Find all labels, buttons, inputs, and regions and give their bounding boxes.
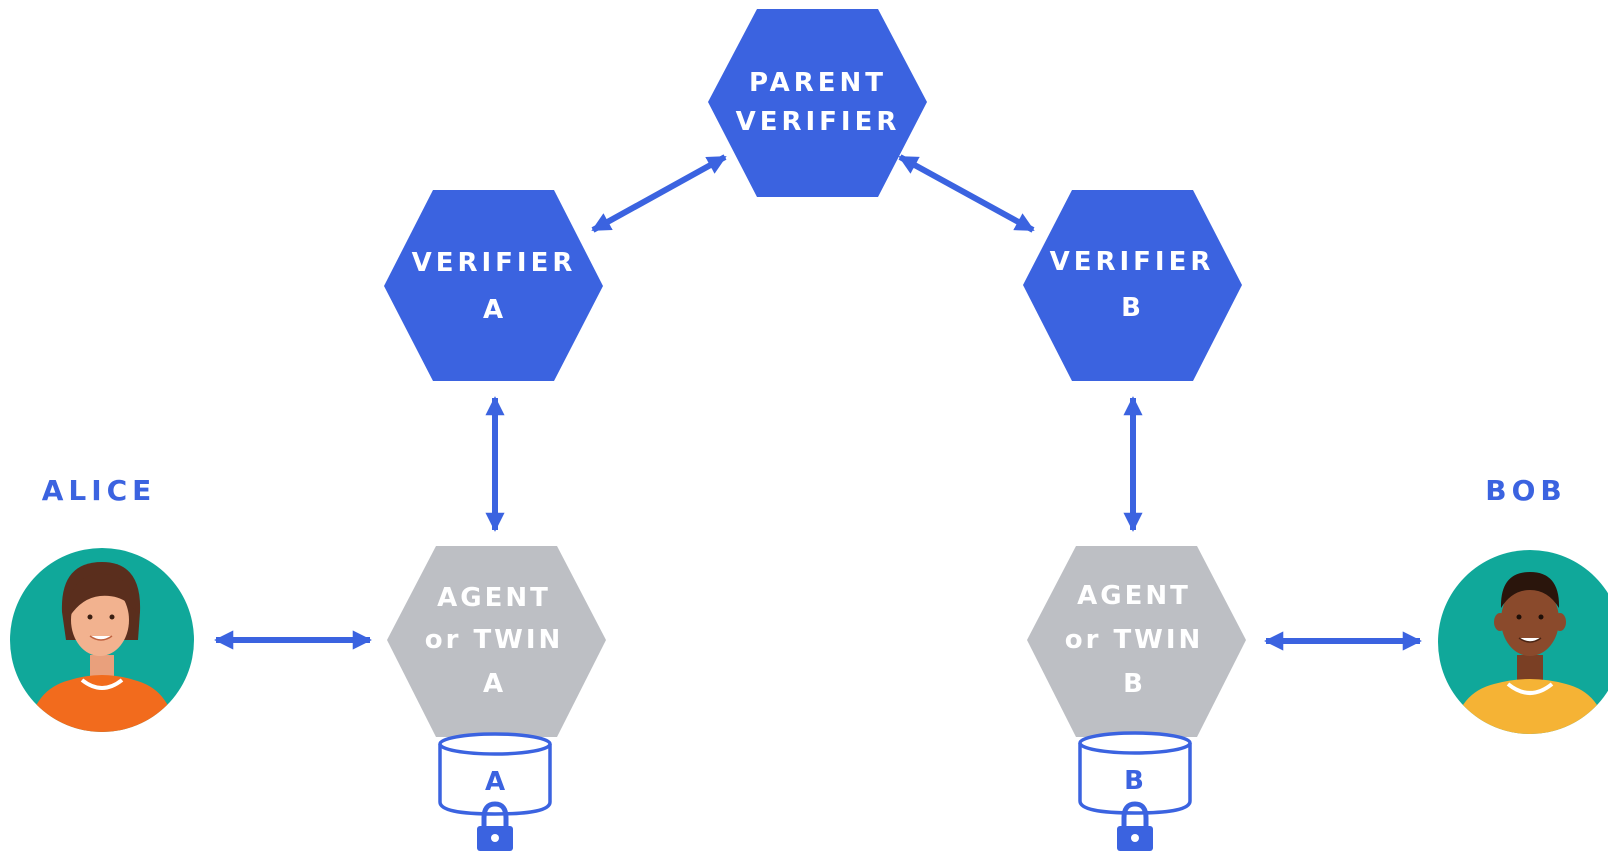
verifier-b-line1: VERIFIER xyxy=(1050,247,1215,277)
verifier-b-line2: B xyxy=(1121,293,1143,323)
verifier-a-line2: A xyxy=(483,295,505,325)
alice-avatar-icon[interactable] xyxy=(10,548,194,740)
agent-b-hexagon xyxy=(1027,546,1246,737)
agent-a-line1: AGENT xyxy=(437,583,551,613)
verifier-a-line1: VERIFIER xyxy=(412,248,577,278)
storage-b-label: B xyxy=(1124,766,1144,796)
arrow-parent-verifier-b xyxy=(898,154,1035,233)
database-icon xyxy=(1078,731,1192,815)
verifier-b-node[interactable]: VERIFIER B xyxy=(1023,190,1242,381)
verifier-b-hexagon xyxy=(1023,190,1242,381)
parent-verifier-line2: VERIFIER xyxy=(736,107,901,137)
agent-b-node[interactable]: AGENT or TWIN B xyxy=(1027,546,1246,737)
connectors xyxy=(214,154,1422,651)
verifier-a-node[interactable]: VERIFIER A xyxy=(384,190,603,381)
agent-b-line2: or TWIN xyxy=(1065,625,1204,655)
parent-verifier-hexagon xyxy=(708,9,927,197)
parent-verifier-node[interactable]: PARENT VERIFIER xyxy=(708,9,927,197)
agent-a-hexagon xyxy=(387,546,606,737)
agent-b-line1: AGENT xyxy=(1077,581,1191,611)
bob-avatar-icon[interactable] xyxy=(1438,550,1608,745)
bob-name: BOB xyxy=(1485,474,1567,507)
agent-a-node[interactable]: AGENT or TWIN A xyxy=(387,546,606,737)
arrow-parent-verifier-a xyxy=(591,154,727,233)
lock-icon xyxy=(477,801,513,851)
parent-verifier-line1: PARENT xyxy=(749,68,887,98)
database-icon xyxy=(438,732,552,816)
storage-a-label: A xyxy=(485,767,505,797)
agent-a-line2: or TWIN xyxy=(425,625,564,655)
agent-b-line3: B xyxy=(1123,669,1145,699)
verifier-a-hexagon xyxy=(384,190,603,381)
alice-name: ALICE xyxy=(42,474,157,507)
agent-a-line3: A xyxy=(483,669,505,699)
lock-icon xyxy=(1117,801,1153,851)
